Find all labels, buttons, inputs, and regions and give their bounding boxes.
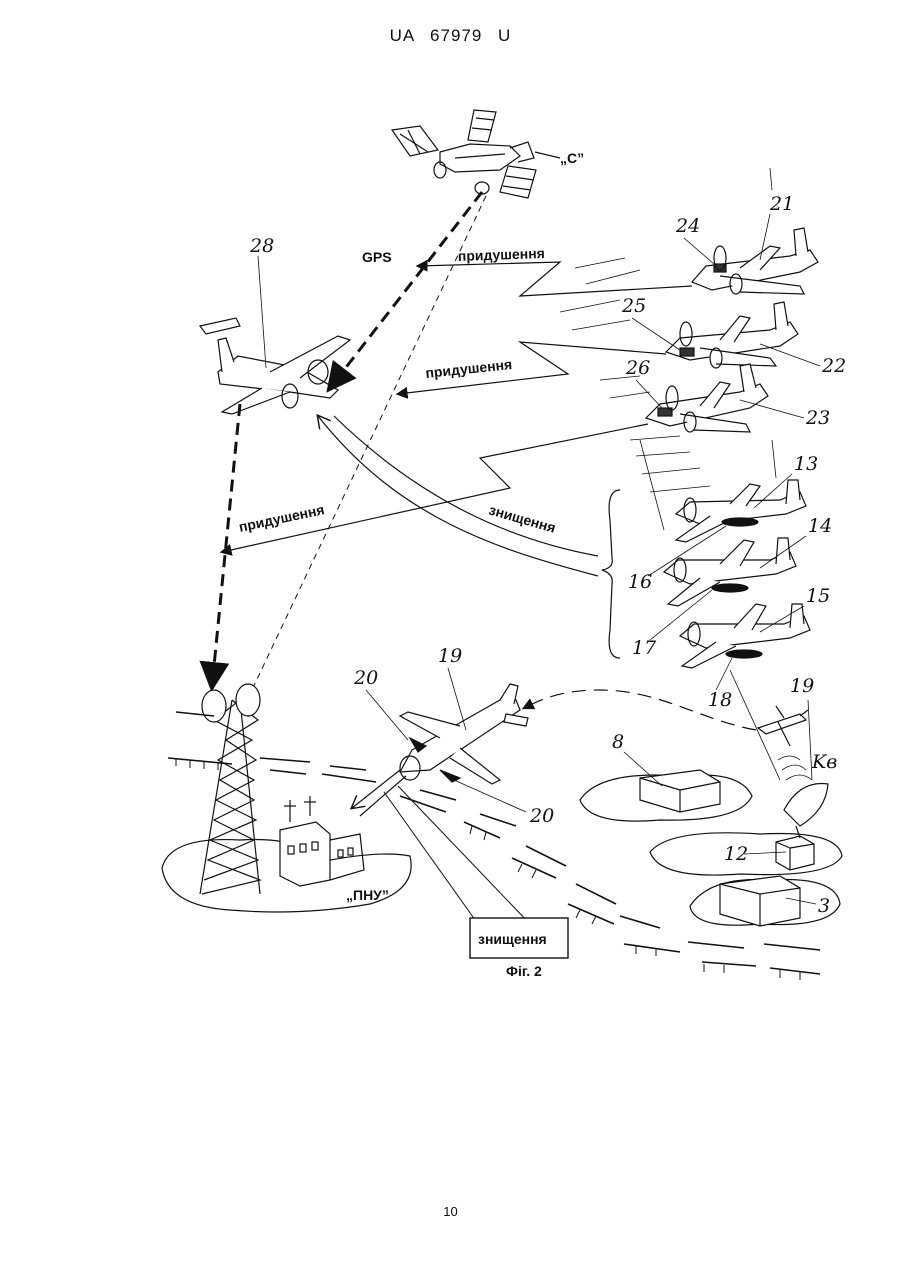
drone-19-icon: [400, 684, 528, 784]
ref-24: 24: [675, 215, 700, 237]
aircraft-22-icon: [666, 302, 798, 368]
ref-15: 15: [806, 585, 830, 607]
ground-objects: [580, 770, 842, 926]
control-point-label: „ПНУ”: [346, 887, 389, 903]
ref-14: 14: [808, 515, 832, 537]
ref-17: 17: [632, 637, 657, 659]
aircraft-14-icon: [664, 538, 796, 606]
ref-28: 28: [249, 235, 274, 257]
ref-13: 13: [794, 453, 818, 475]
ref-kv: Kв: [811, 751, 837, 773]
suppression-label-2: придушення: [425, 356, 513, 381]
figure-caption: Фіг. 2: [506, 963, 542, 979]
gps-label: GPS: [362, 249, 392, 265]
suppression-label-1: придушення: [458, 245, 546, 264]
satellite-label: „С”: [560, 150, 584, 166]
ref-20-bottom: 20: [529, 805, 554, 827]
aircraft-13-icon: [676, 480, 806, 542]
group-bracket: [602, 490, 620, 658]
ref-19-small: 19: [790, 675, 814, 697]
signal-lines: [212, 192, 756, 924]
suppression-label-3: придушення: [237, 501, 325, 535]
ref-26: 26: [625, 357, 650, 379]
ref-3: 3: [818, 895, 830, 917]
ref-22: 22: [821, 355, 846, 377]
drone-19-small-icon: [758, 706, 808, 746]
satellite-icon: [392, 110, 560, 198]
ref-21: 21: [769, 193, 794, 215]
ref-20-top: 20: [353, 667, 378, 689]
ref-8: 8: [612, 731, 624, 753]
destruction-box-label: знищення: [478, 931, 547, 947]
ref-25: 25: [621, 295, 646, 317]
ref-23: 23: [805, 407, 830, 429]
ref-19: 19: [438, 645, 462, 667]
ref-18: 18: [708, 689, 732, 711]
ref-16: 16: [628, 571, 652, 593]
page-number: 10: [0, 1204, 901, 1219]
ground-station-icon: [162, 684, 411, 912]
aircraft-23-icon: [646, 364, 768, 432]
aircraft-28-icon: [200, 318, 350, 414]
destruction-label: знищення: [487, 502, 557, 536]
